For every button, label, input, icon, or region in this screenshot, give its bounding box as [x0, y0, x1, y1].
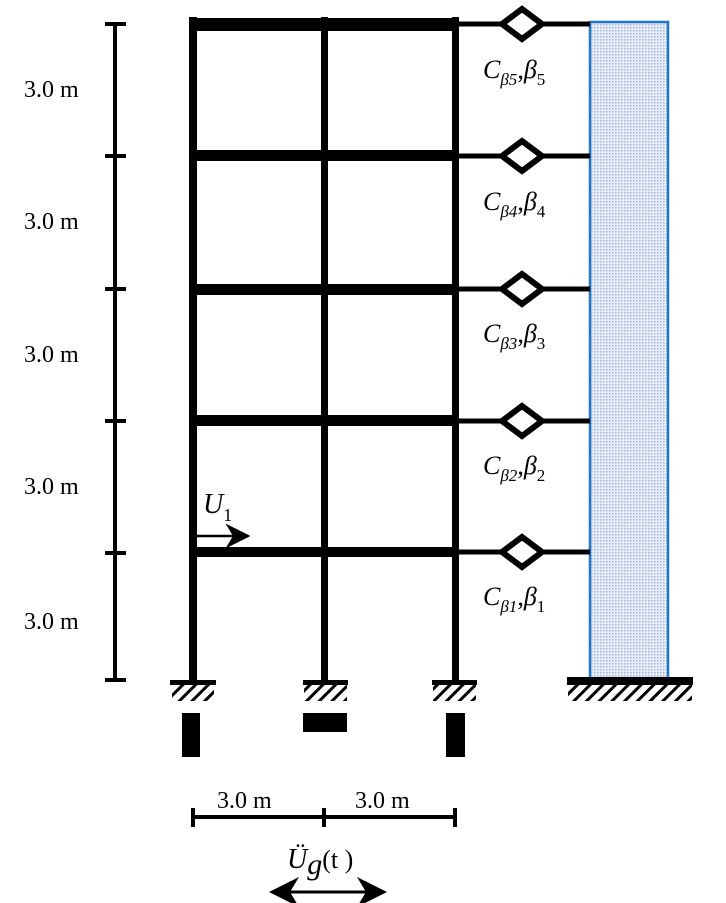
damper-5 — [459, 5, 590, 43]
story-height-label-3: 3.0 m — [24, 342, 79, 368]
damper-3 — [459, 270, 590, 308]
displacement-label: U1 — [203, 489, 232, 525]
ground-motion-label: Üg(t ) — [287, 844, 353, 881]
story-height-label-1: 3.0 m — [24, 609, 79, 635]
bay-width-label-2: 3.0 m — [355, 788, 410, 814]
damper-label-4: Cβ4,β4 — [483, 187, 546, 221]
fixed-supports — [170, 677, 693, 701]
bay-width-label-1: 3.0 m — [217, 788, 272, 814]
frame-columns — [189, 17, 459, 682]
width-dimension-line — [191, 808, 457, 827]
story-height-label-2: 3.0 m — [24, 474, 79, 500]
damper-2 — [459, 402, 590, 440]
adjacent-wall — [588, 20, 670, 681]
damper-label-3: Cβ3,β3 — [483, 319, 545, 353]
damper-label-1: Cβ1,β1 — [483, 582, 545, 616]
damper-links — [459, 5, 590, 571]
height-dimension-line — [105, 22, 126, 682]
damper-label-5: Cβ5,β5 — [483, 55, 545, 89]
damper-label-2: Cβ2,β2 — [483, 451, 545, 485]
foundation-blocks — [182, 713, 465, 757]
story-height-label-5: 3.0 m — [24, 77, 79, 103]
story-height-label-4: 3.0 m — [24, 209, 79, 235]
damper-1 — [459, 533, 590, 571]
frame-beams — [189, 18, 459, 557]
damper-4 — [459, 137, 590, 175]
